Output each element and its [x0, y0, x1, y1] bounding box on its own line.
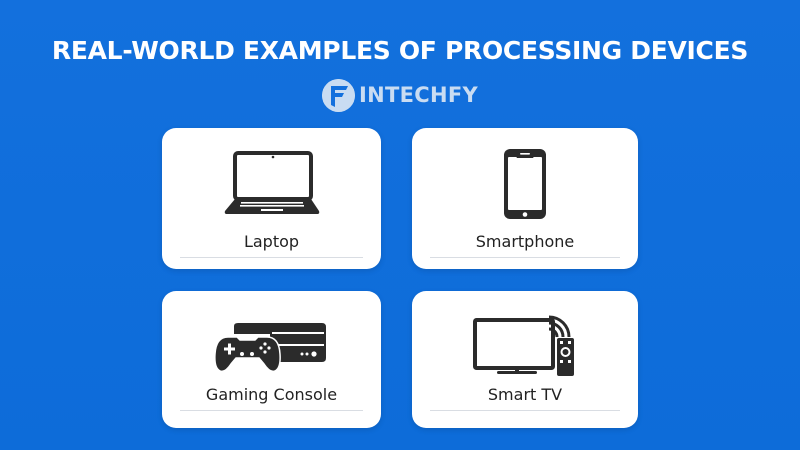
card-label: Gaming Console — [205, 385, 338, 404]
card-label: Smartphone — [475, 232, 575, 251]
divider — [180, 410, 363, 411]
brand-logo: INTECHFY — [322, 78, 478, 112]
card-laptop: Laptop — [162, 128, 381, 269]
card-smartphone: Smartphone — [412, 128, 638, 269]
card-label: Smart TV — [487, 385, 563, 404]
laptop-icon — [223, 150, 321, 223]
card-smart-tv: Smart TV — [412, 291, 638, 428]
f-logo-icon — [322, 78, 355, 112]
logo-text: INTECHFY — [359, 83, 478, 107]
page-title: REAL-WORLD EXAMPLES OF PROCESSING DEVICE… — [51, 36, 749, 65]
card-gaming-console: Gaming Console — [162, 291, 381, 428]
smartphone-icon — [502, 147, 548, 226]
gaming-console-icon — [213, 322, 330, 379]
divider — [180, 257, 363, 258]
smart-tv-icon — [473, 311, 577, 382]
divider — [430, 257, 620, 258]
divider — [430, 410, 620, 411]
card-label: Laptop — [243, 232, 300, 251]
